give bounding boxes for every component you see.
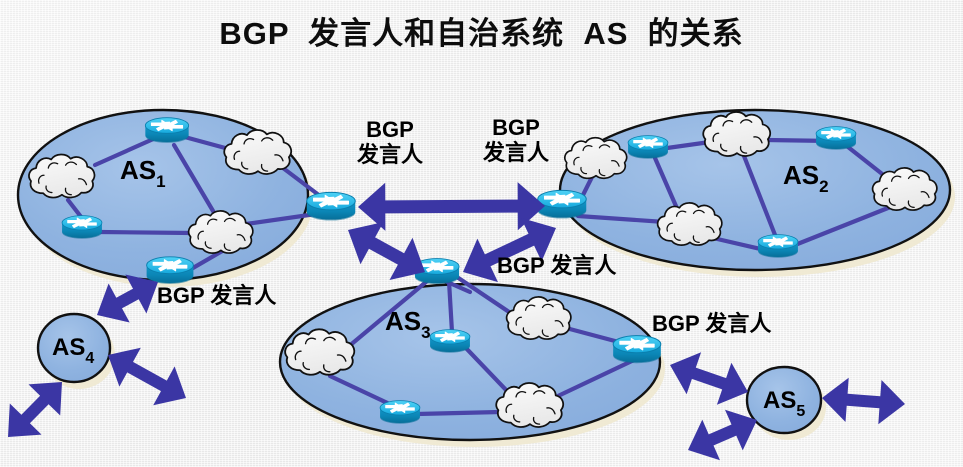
- cloud-as3-cloud-top: [505, 296, 572, 341]
- link-line: [741, 153, 780, 243]
- arrow-as5-as3: [670, 352, 748, 405]
- arrow-as1-as3: [348, 222, 425, 280]
- router-as1-r-speaker[interactable]: [306, 191, 356, 222]
- as-label-as3: AS3: [385, 306, 431, 342]
- router-as2-r-speaker[interactable]: [537, 189, 587, 220]
- label-bgp-speaker-as3: BGP 发言人: [652, 311, 772, 336]
- router-as1-r-bottom[interactable]: [146, 256, 194, 285]
- arrow-as4-out: [8, 382, 62, 437]
- as-label-text: AS: [385, 306, 421, 336]
- as-label-subscript: 2: [819, 177, 828, 196]
- arrow-as1-as2: [358, 182, 545, 231]
- as-label-as1: AS1: [120, 155, 166, 191]
- link-line: [710, 235, 768, 253]
- bgp-session-arrows: [8, 182, 905, 461]
- router-as1-r-top[interactable]: [144, 117, 190, 144]
- as-label-text: AS: [120, 155, 156, 185]
- router-as3-r-mid[interactable]: [429, 329, 471, 354]
- cloud-as2-cloud-bottom: [656, 202, 723, 247]
- router-as1-r-left[interactable]: [61, 215, 103, 240]
- as-label-subscript: 3: [421, 323, 430, 342]
- arrow-as4-as1: [97, 274, 158, 323]
- cloud-as2-cloud-top: [702, 111, 772, 157]
- cloud-as2-cloud-left: [563, 136, 628, 180]
- arrow-as2-as3: [463, 217, 556, 283]
- as-label-text: AS: [783, 160, 819, 190]
- link-line: [97, 229, 195, 236]
- as-label-subscript: 5: [796, 403, 805, 420]
- link-line: [652, 155, 682, 216]
- arrow-as5-down: [688, 409, 757, 461]
- link-line: [845, 144, 889, 180]
- as-label-as4: AS4: [52, 334, 94, 367]
- link-line: [657, 139, 713, 152]
- as-ellipse-as5[interactable]: [745, 365, 823, 435]
- cloud-as3-cloud-bottom: [495, 382, 565, 428]
- as-label-as2: AS2: [783, 160, 829, 196]
- as-label-text: AS: [763, 387, 796, 414]
- link-line: [448, 270, 521, 321]
- router-as2-r-upright[interactable]: [815, 126, 857, 151]
- link-line: [575, 213, 668, 225]
- cloud-as1-cloud-mid: [187, 210, 254, 255]
- router-as2-r-upleft[interactable]: [627, 135, 669, 160]
- router-as3-r-speaker[interactable]: [612, 335, 662, 364]
- link-line: [446, 278, 455, 335]
- cloud-as1-cloud-left: [28, 153, 96, 199]
- label-bgp-speaker-center: BGP 发言人: [497, 253, 617, 278]
- router-as2-r-bottom[interactable]: [757, 234, 799, 259]
- page-title: BGP 发言人和自治系统 AS 的关系: [219, 16, 744, 51]
- as-label-as5: AS5: [763, 387, 805, 420]
- router-as3-r-bottom[interactable]: [379, 400, 421, 425]
- cloud-as2-cloud-right: [871, 167, 938, 211]
- link-line: [792, 203, 896, 248]
- link-line: [345, 274, 435, 350]
- cloud-as3-cloud-left: [284, 328, 356, 376]
- link-line: [414, 409, 503, 417]
- link-line: [461, 343, 511, 395]
- as-label-text: AS: [52, 334, 85, 361]
- arrow-as5-out: [822, 377, 905, 425]
- as-ellipse-as4[interactable]: [36, 312, 112, 384]
- link-line: [171, 142, 219, 219]
- link-line: [555, 357, 637, 399]
- cloud-as1-cloud-top: [223, 129, 293, 175]
- as-label-subscript: 4: [85, 350, 94, 367]
- as-label-subscript: 1: [156, 172, 165, 191]
- arrow-as4-as3: [108, 347, 186, 406]
- label-bgp-speaker-as1: BGP 发言人: [157, 283, 277, 308]
- link-line: [92, 133, 163, 168]
